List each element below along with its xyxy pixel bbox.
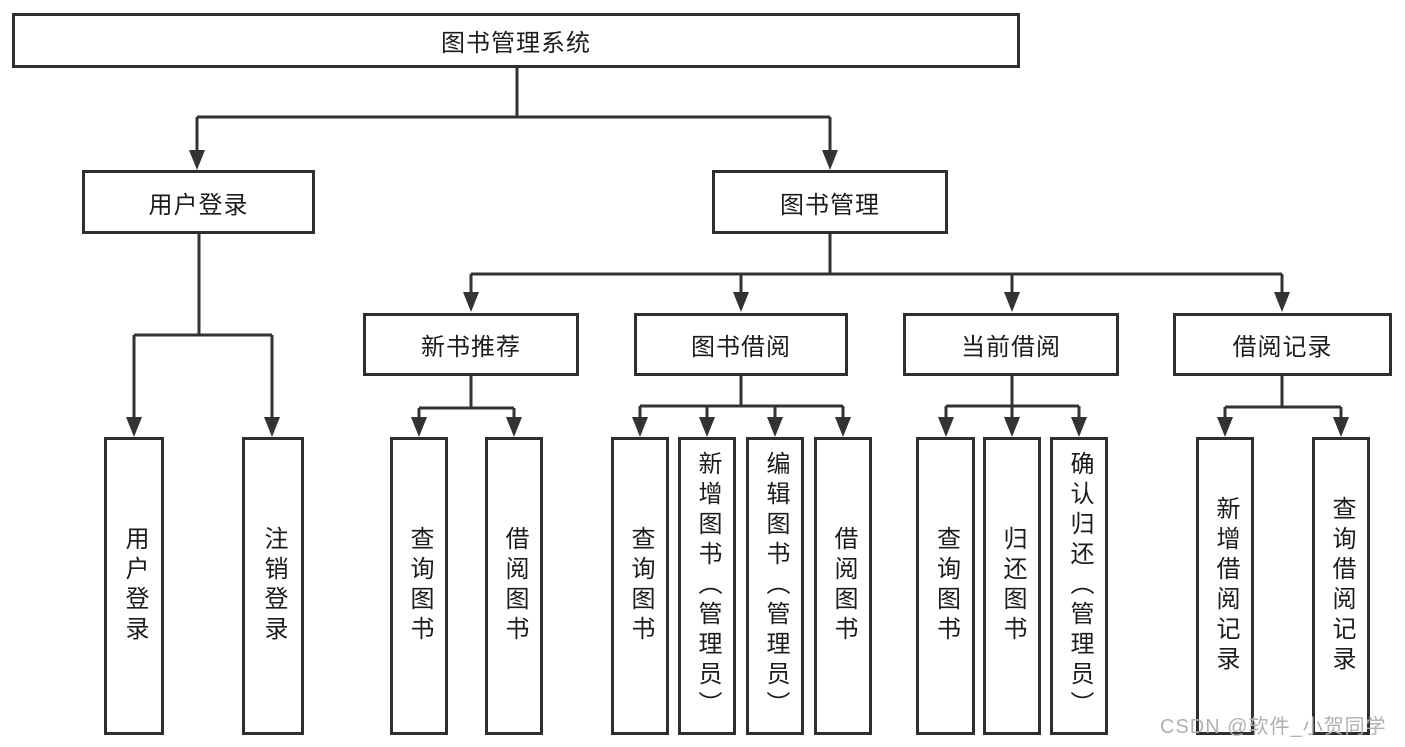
arrowhead [264, 417, 280, 437]
arrowhead [1071, 417, 1087, 437]
node-user-login-label: 用户登录 [148, 191, 249, 219]
node-book-borrowing: 图书借阅 [634, 313, 848, 376]
leaf-user-login: 用户登录 [104, 437, 164, 735]
arrowhead [1274, 292, 1290, 312]
node-user-login: 用户登录 [82, 170, 315, 234]
connector-book-borrowing-to-leaves [632, 375, 851, 437]
node-book-management: 图书管理 [712, 170, 948, 234]
arrowhead [126, 417, 142, 437]
arrowhead [835, 417, 851, 437]
arrowhead [1217, 417, 1233, 437]
leaf-query-borrow-record: 查询借阅记录 [1312, 437, 1370, 735]
node-book-borrowing-label: 图书借阅 [691, 334, 791, 361]
connector-line [944, 375, 1081, 420]
connector-current-borrowing-to-leaves [938, 375, 1087, 437]
connector-borrowing-records-to-leaves [1217, 375, 1349, 437]
connector-line [417, 375, 516, 420]
arrowhead [189, 150, 205, 170]
leaf-borrow-books: 借阅图书 [814, 437, 872, 735]
arrowhead [1004, 292, 1020, 312]
arrowhead [463, 292, 479, 312]
leaf-new-book-borrow-books: 借阅图书 [485, 437, 543, 735]
arrowhead [767, 417, 783, 437]
arrowhead [733, 292, 749, 312]
arrowhead [632, 417, 648, 437]
leaf-add-borrow-record: 新增借阅记录 [1196, 437, 1254, 735]
arrowhead [411, 417, 427, 437]
leaf-return-books: 归还图书 [983, 437, 1041, 735]
leaf-add-books-admin: 新增图书（管理员） [678, 437, 736, 735]
node-current-borrowing-label: 当前借阅 [961, 334, 1061, 361]
connector-line [638, 375, 845, 420]
arrowhead [1004, 417, 1020, 437]
leaf-return-books-label: 归还图书 [999, 526, 1026, 646]
node-library-system-label: 图书管理系统 [441, 30, 591, 57]
leaf-borrowing-query-books: 查询图书 [611, 437, 669, 735]
leaf-confirm-return-admin-label: 确认归还（管理员） [1066, 451, 1093, 721]
leaf-current-query-books-label: 查询图书 [932, 526, 960, 646]
leaf-user-login-label: 用户登录 [121, 526, 148, 646]
leaf-borrow-books-label: 借阅图书 [830, 526, 857, 646]
leaf-new-book-query-books: 查询图书 [390, 437, 448, 735]
leaf-new-book-query-books-label: 查询图书 [406, 526, 433, 646]
leaf-current-query-books: 查询图书 [916, 437, 975, 735]
node-library-system: 图书管理系统 [12, 13, 1020, 68]
leaf-logout-label: 注销登录 [260, 526, 287, 646]
leaf-add-books-admin-label: 新增图书（管理员） [694, 451, 721, 721]
node-current-borrowing: 当前借阅 [903, 313, 1119, 376]
connector-user-login-to-leaves [126, 232, 280, 437]
connector-line [1223, 375, 1343, 420]
leaf-confirm-return-admin: 确认归还（管理员） [1050, 437, 1108, 735]
arrowhead [822, 150, 838, 170]
csdn-watermark: CSDN @软件_小贺同学 [1160, 716, 1387, 738]
leaf-edit-books-admin: 编辑图书（管理员） [746, 437, 804, 735]
arrowhead [699, 417, 715, 437]
connector-line [132, 232, 274, 420]
connector-book-management-to-level3 [463, 232, 1290, 312]
leaf-edit-books-admin-label: 编辑图书（管理员） [762, 451, 789, 721]
leaf-add-borrow-record-label: 新增借阅记录 [1212, 496, 1239, 676]
leaf-query-borrow-record-label: 查询借阅记录 [1328, 496, 1355, 676]
connector-root-to-level2 [189, 66, 838, 170]
leaf-logout: 注销登录 [242, 437, 304, 735]
connector-new-book-recommend-to-leaves [411, 375, 522, 437]
leaf-new-book-borrow-books-label: 借阅图书 [501, 526, 528, 646]
arrowhead [938, 417, 954, 437]
node-new-book-recommend: 新书推荐 [363, 313, 579, 376]
arrowhead [1333, 417, 1349, 437]
connector-line [195, 66, 832, 152]
node-borrowing-records-label: 借阅记录 [1232, 334, 1333, 361]
node-new-book-recommend-label: 新书推荐 [421, 334, 521, 361]
node-book-management-label: 图书管理 [780, 191, 880, 219]
arrowhead [506, 417, 522, 437]
connector-line [469, 232, 1284, 296]
node-borrowing-records: 借阅记录 [1173, 313, 1392, 376]
leaf-borrowing-query-books-label: 查询图书 [627, 526, 654, 646]
